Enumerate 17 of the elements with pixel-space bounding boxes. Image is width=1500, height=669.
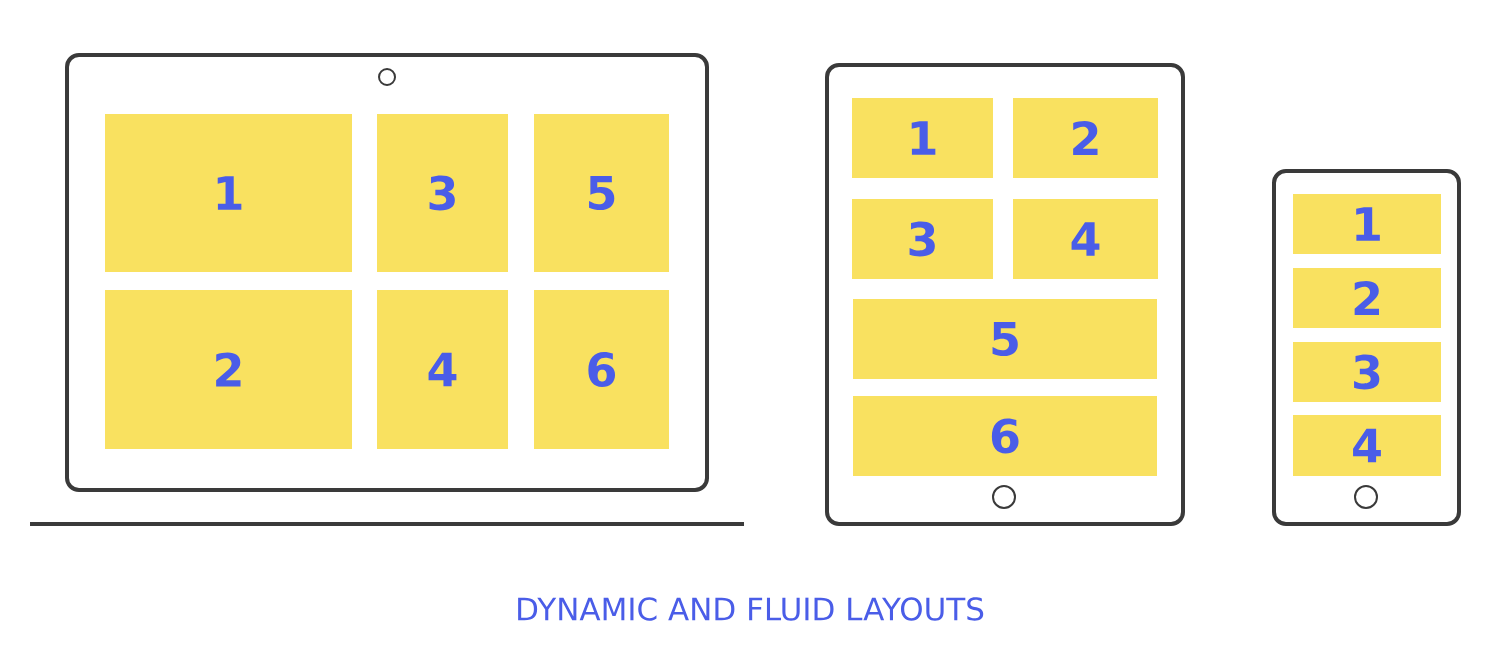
layout-tile: 4 — [1293, 415, 1441, 476]
layout-tile: 6 — [534, 290, 669, 449]
layout-tile: 1 — [105, 114, 352, 272]
layout-tile: 4 — [377, 290, 508, 449]
caption: DYNAMIC AND FLUID LAYOUTS — [518, 597, 984, 621]
layout-tile: 6 — [853, 396, 1157, 476]
layout-tile: 2 — [1293, 268, 1441, 328]
layout-tile: 3 — [852, 199, 993, 279]
layout-tile: 4 — [1013, 199, 1158, 279]
layout-tile: 3 — [377, 114, 508, 272]
layout-tile: 3 — [1293, 342, 1441, 402]
layout-tile: 5 — [534, 114, 669, 272]
layout-tile: 2 — [1013, 98, 1158, 178]
layout-tile: 1 — [852, 98, 993, 178]
layout-tile: 2 — [105, 290, 352, 449]
layout-tile: 5 — [853, 299, 1157, 379]
layout-tile: 1 — [1293, 194, 1441, 254]
